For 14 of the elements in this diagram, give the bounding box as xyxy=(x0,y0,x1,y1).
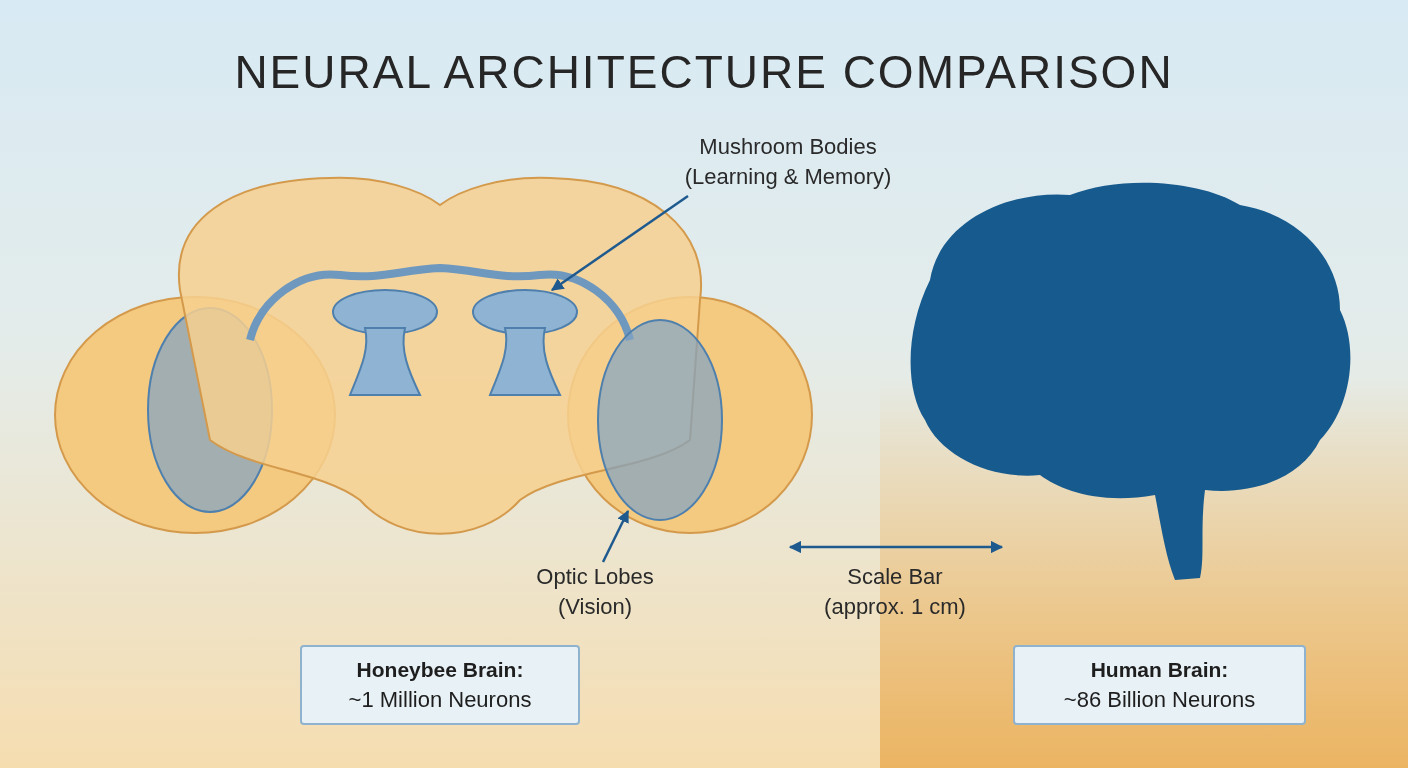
leader-arrow xyxy=(601,509,630,563)
callout-label: Optic Lobes (Vision) xyxy=(525,562,665,622)
title: NEURAL ARCHITECTURE COMPARISON xyxy=(233,45,1175,100)
scale-bar-label: Scale Bar (approx. 1 cm) xyxy=(823,563,967,621)
card-text: ~86 Billion Neurons xyxy=(1063,686,1256,714)
info-card xyxy=(1013,645,1306,725)
card-text: ~1 Million Neurons xyxy=(348,686,532,714)
card-heading: Human Brain: xyxy=(1090,657,1229,683)
info-card xyxy=(300,645,580,725)
callout-label: Mushroom Bodies (Learning & Memory) xyxy=(673,132,903,192)
card-heading: Honeybee Brain: xyxy=(356,657,524,683)
leader-arrow xyxy=(550,194,689,292)
mushroom-body-drawing xyxy=(472,289,578,396)
optic-lobe-oval xyxy=(597,319,723,521)
